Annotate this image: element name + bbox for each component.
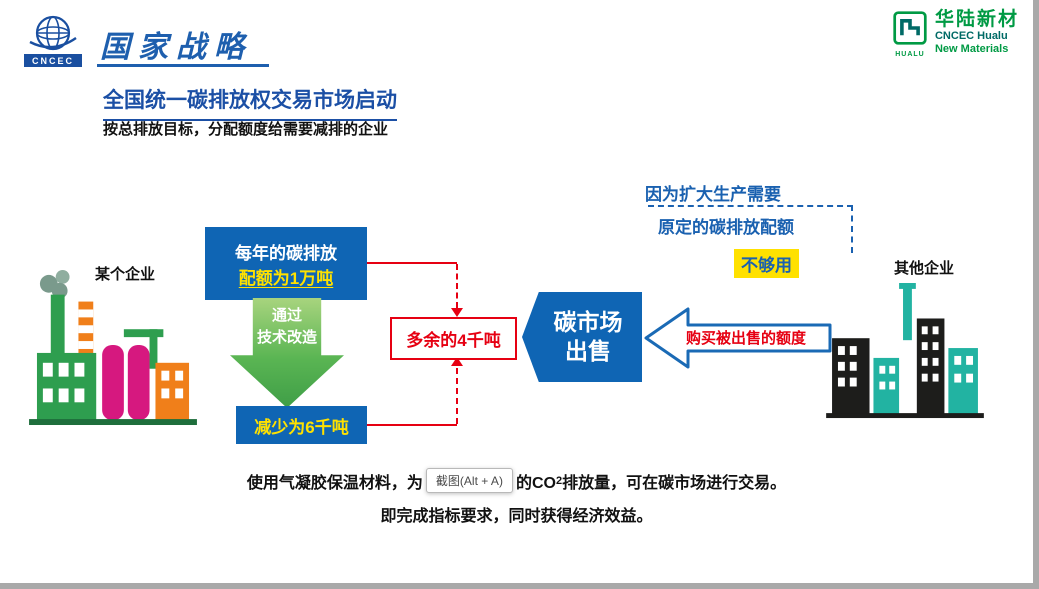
green-arrow-line1: 通过 — [271, 307, 302, 324]
left-factory-illustration — [28, 268, 198, 426]
footer-co2-subscript: 2 — [555, 474, 563, 487]
footer-line1-after: 排放量，可在碳市场进行交易。 — [562, 474, 787, 492]
footer-line1: 使用气凝胶保温材料，为 截图(Alt + A) 的CO 2 排放量，可在碳市场进… — [0, 468, 1033, 493]
green-arrow-line2: 技术改造 — [256, 328, 317, 346]
quota-line1: 每年的碳排放 — [235, 243, 337, 263]
carbon-market-line1: 碳市场 — [553, 309, 623, 336]
right-factory-label: 其他企业 — [894, 260, 955, 277]
buy-quota-label: 购买被出售的额度 — [686, 330, 807, 347]
quota-line2: 配额为1万吨 — [238, 268, 334, 288]
note-expand-production: 因为扩大生产需要 — [645, 185, 781, 204]
annual-quota-box: 每年的碳排放 配额为1万吨 — [205, 227, 367, 300]
hualu-logo-icon: HUALU — [892, 10, 928, 58]
page-subtitle: 按总排放目标，分配额度给需要减排的企业 — [103, 121, 389, 138]
footer-line1-co: 的CO — [515, 474, 556, 492]
hualu-brand-en2: New Materials — [934, 43, 1009, 56]
red-dashed-arrow-down — [456, 264, 458, 308]
right-factory-illustration — [826, 283, 984, 421]
technical-upgrade-arrow: 通过 技术改造 — [230, 298, 344, 408]
footer-line1-before: 使用气凝胶保温材料，为 — [246, 474, 423, 492]
reduced-emission-text: 减少为6千吨 — [254, 417, 349, 437]
page-title: 全国统一碳排放权交易市场启动 — [103, 84, 397, 121]
strategy-title-underline — [97, 64, 269, 67]
carbon-market-box: 碳市场 出售 — [522, 292, 642, 382]
screenshot-tooltip: 截图(Alt + A) — [425, 468, 513, 493]
note-insufficient-badge: 不够用 — [734, 249, 799, 278]
hualu-brand-name: 华陆新材 — [934, 9, 1019, 30]
left-factory-label: 某个企业 — [95, 266, 156, 283]
red-arrowhead-up-icon — [451, 357, 463, 366]
carbon-market-line2: 出售 — [565, 338, 611, 364]
footer-line2: 即完成指标要求，同时获得经济效益。 — [380, 508, 653, 525]
buy-quota-arrow — [642, 305, 834, 371]
svg-text:CNCEC: CNCEC — [32, 56, 74, 66]
blue-dashed-line-vertical — [851, 205, 853, 253]
hualu-icon-caption: HUALU — [895, 51, 925, 58]
red-arrowhead-down-icon — [451, 308, 463, 317]
note-original-quota: 原定的碳排放配额 — [658, 218, 794, 237]
surplus-quota-text: 多余的4千吨 — [406, 331, 501, 350]
red-connector-top — [367, 262, 457, 264]
red-connector-bottom — [367, 424, 457, 426]
strategy-title: 国家战略 — [100, 31, 252, 64]
surplus-quota-box: 多余的4千吨 — [390, 317, 517, 360]
hualu-brand-en: CNCEC Hualu — [934, 29, 1008, 42]
reduced-emission-box: 减少为6千吨 — [236, 406, 367, 444]
blue-dashed-line-horizontal — [648, 205, 853, 207]
red-dashed-arrow-up — [456, 368, 458, 424]
cncec-logo-icon: CNCEC — [18, 14, 88, 68]
hualu-logo: HUALU 华陆新材 CNCEC Hualu New Materials — [892, 10, 1019, 58]
